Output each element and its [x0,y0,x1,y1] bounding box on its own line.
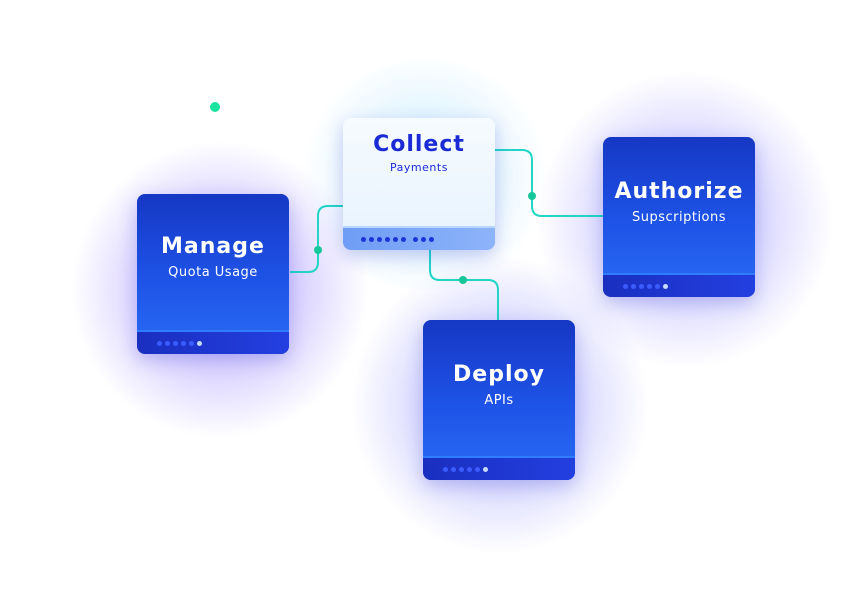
connector-manage-collect [290,205,344,273]
authorize-card-base [603,273,755,297]
manage-title: Manage [161,234,265,259]
status-dots [361,235,434,243]
floating-dot [210,102,220,112]
connector-collect-authorize [494,149,604,217]
deploy-title: Deploy [453,362,545,387]
connector-collect-deploy [429,250,499,320]
collect-card: Collect Payments [343,118,495,250]
deploy-card: Deploy APIs [423,320,575,480]
collect-title: Collect [373,132,465,157]
authorize-title: Authorize [614,179,744,204]
connector-dot-manage [314,246,322,254]
authorize-subtitle: Supscriptions [631,210,727,225]
status-dots [157,339,202,347]
manage-card-base [137,330,289,354]
status-dots [443,465,488,473]
connector-dot-deploy [459,276,467,284]
collect-subtitle: Payments [390,161,448,174]
status-dots [623,282,668,290]
authorize-card: Authorize Supscriptions [603,137,755,297]
manage-subtitle: Quota Usage [168,265,258,280]
collect-card-base [343,226,495,250]
manage-card: Manage Quota Usage [137,194,289,354]
connector-dot-authorize [528,192,536,200]
deploy-subtitle: APIs [484,393,514,408]
deploy-card-base [423,456,575,480]
